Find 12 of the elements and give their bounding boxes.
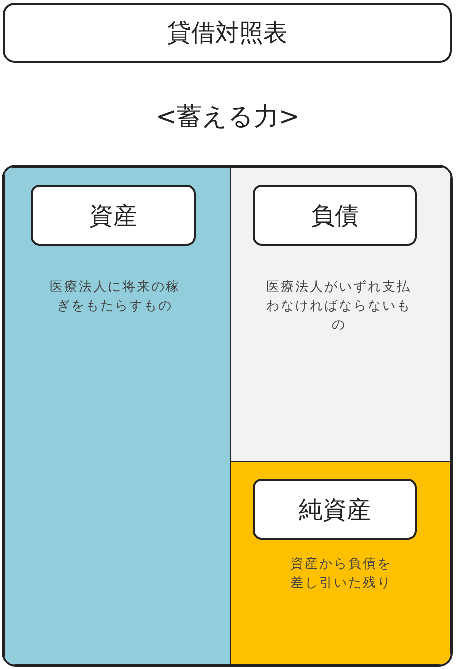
subtitle: <蓄える力> (156, 102, 300, 131)
heading-box: 負債 (253, 185, 417, 246)
liabilities-panel (230, 167, 451, 463)
heading-box: 純資産 (253, 479, 417, 540)
description-text: 資産から負債を差し引いた残り (289, 556, 393, 593)
title-box: 貸借対照表 (3, 3, 452, 63)
assets-panel (4, 167, 231, 665)
balance-sheet-frame (2, 165, 453, 667)
heading-box: 資産 (31, 185, 196, 246)
description-text: 医療法人に将来の稼ぎをもたらすもの (48, 279, 182, 316)
net-assets-panel (230, 461, 451, 665)
description-text: 医療法人がいずれ支払わなければならないもの (266, 279, 412, 335)
